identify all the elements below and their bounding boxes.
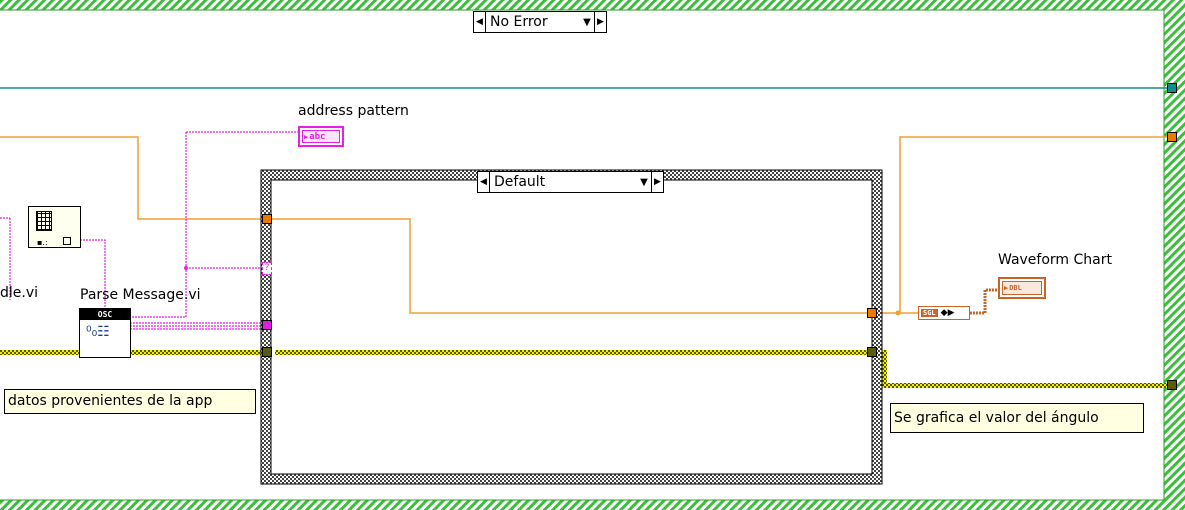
comment-grafica-angulo[interactable]: Se grafica el valor del ángulo (890, 403, 1144, 433)
osc-header: OSC (80, 309, 130, 320)
waveform-chart-type: DBL (1009, 284, 1022, 292)
decrement-arrow-icon[interactable]: ◀ (478, 172, 490, 192)
to-sgl-conversion[interactable]: SGL ◆▶ (918, 306, 970, 320)
error-cluster-wire-inner (275, 350, 868, 355)
unknown-tunnel-label: ? (264, 263, 270, 273)
parse-message-vi-icon[interactable]: OSC ⁰₀☷ (79, 308, 131, 358)
outer-case-selector-value: No Error (490, 14, 548, 30)
increment-arrow-icon[interactable]: ▶ (651, 172, 663, 192)
inner-case-selector[interactable]: ◀ Default ▼ ▶ (477, 171, 664, 193)
orange-tunnel-inner-right[interactable] (867, 308, 877, 318)
waveform-chart-icon: ▶DBL (1002, 281, 1042, 295)
inner-case-structure (260, 169, 883, 485)
string-indicator-icon: ▶abc (302, 130, 340, 143)
decrement-arrow-icon[interactable]: ◀ (474, 12, 486, 32)
handle-vi-label: dle.vi (0, 285, 39, 301)
address-pattern-indicator[interactable]: ▶abc (298, 126, 344, 147)
wire-junction (184, 266, 188, 270)
chevron-down-icon[interactable]: ▼ (640, 176, 648, 188)
parse-message-glyph-icon: ⁰₀☷ (86, 324, 110, 340)
inner-case-selector-value: Default (494, 174, 546, 190)
increment-arrow-icon[interactable]: ▶ (594, 12, 606, 32)
pink-wire (0, 131, 298, 330)
pink-tunnel-inner-left[interactable] (262, 320, 272, 330)
grid-icon (36, 211, 52, 231)
wire-junction (895, 310, 901, 316)
dbl-wire (970, 288, 998, 315)
build-array-function-icon[interactable]: ▪.: (28, 206, 81, 248)
teal-tunnel[interactable] (1167, 83, 1177, 93)
waveform-chart-label: Waveform Chart (998, 252, 1112, 268)
waveform-chart-terminal[interactable]: ▶DBL (998, 277, 1046, 299)
conversion-arrow-icon: ◆▶ (940, 308, 955, 318)
orange-wire-inner (272, 218, 868, 314)
orange-tunnel-outer-right[interactable] (1167, 132, 1177, 142)
orange-tunnel-inner-left[interactable] (262, 214, 272, 224)
outer-case-selector[interactable]: ◀ No Error ▼ ▶ (473, 11, 607, 33)
address-pattern-label: address pattern (298, 103, 409, 119)
error-tunnel-outer-right[interactable] (1167, 380, 1177, 390)
comment-datos-app[interactable]: datos provenientes de la app (4, 389, 256, 414)
output-terminal-icon (63, 237, 71, 245)
parse-message-label: Parse Message.vi (80, 287, 201, 303)
error-tunnel-inner-left[interactable] (262, 347, 272, 357)
input-terminal-icon: ▪.: (37, 238, 48, 247)
unknown-tunnel[interactable]: ? (262, 262, 272, 275)
error-tunnel-inner-right[interactable] (867, 347, 877, 357)
sgl-label: SGL (921, 309, 938, 317)
chevron-down-icon[interactable]: ▼ (583, 16, 591, 28)
string-indicator-text: abc (309, 131, 326, 142)
